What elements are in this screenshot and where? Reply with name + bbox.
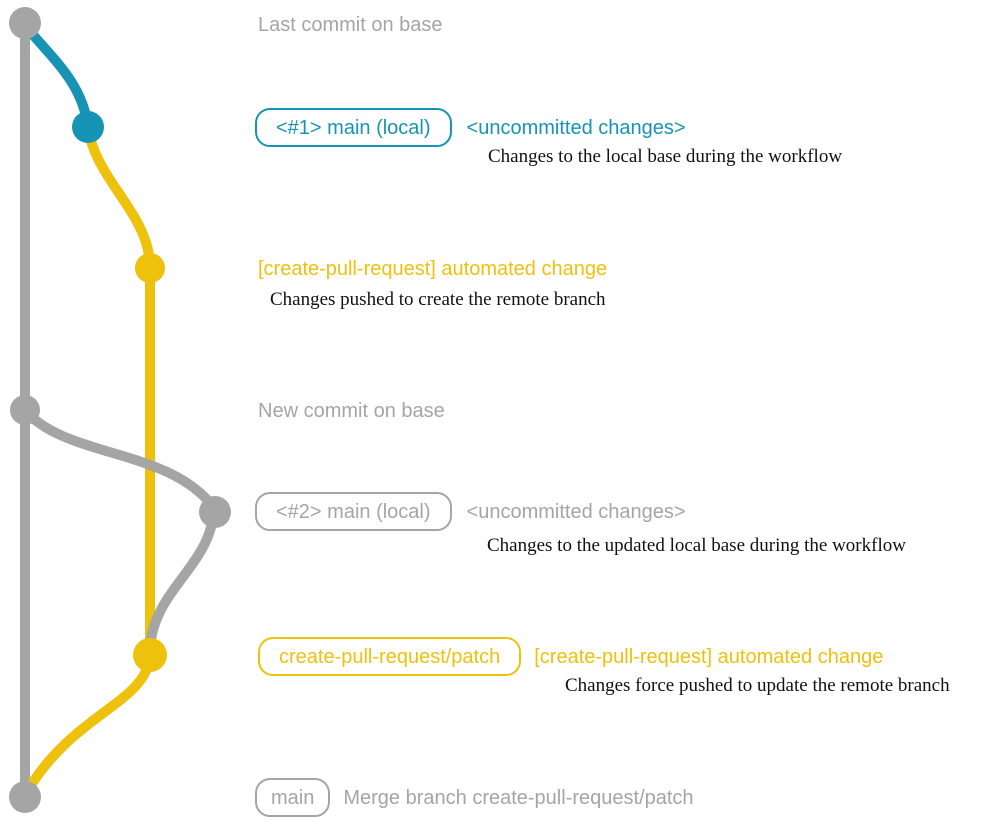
commit-title-uncommitted-2: <uncommitted changes> — [466, 500, 686, 523]
updated-main-branch-line — [21, 406, 220, 651]
commit-dot-uncommitted-2 — [199, 496, 231, 528]
row-automated-2: create-pull-request/patch [create-pull-r… — [258, 637, 883, 676]
commit-title-automated-2: [create-pull-request] automated change — [534, 645, 884, 668]
commit-desc-uncommitted-1: Changes to the local base during the wor… — [488, 146, 843, 167]
commit-title-automated-1: [create-pull-request] automated change — [258, 258, 608, 280]
commit-dot-new-base — [10, 395, 40, 425]
branch-badge-patch: create-pull-request/patch — [258, 637, 522, 676]
commit-dot-automated-1 — [135, 253, 165, 283]
commit-dot-automated-2 — [133, 638, 167, 672]
label-last-commit-on-base: Last commit on base — [258, 14, 443, 36]
commit-dot-merge — [9, 781, 41, 813]
commit-title-uncommitted-1: <uncommitted changes> — [466, 116, 686, 139]
row-uncommitted-2: <#2> main (local) <uncommitted changes> — [255, 492, 686, 531]
local-main-branch-line — [21, 21, 93, 128]
label-new-commit-on-base: New commit on base — [258, 400, 445, 422]
commit-desc-uncommitted-2: Changes to the updated local base during… — [487, 535, 906, 556]
row-merge: main Merge branch create-pull-request/pa… — [255, 778, 694, 817]
branch-badge-main-local-2: <#2> main (local) — [255, 492, 452, 531]
branch-badge-main: main — [255, 778, 331, 817]
commit-dot-uncommitted-1 — [72, 111, 104, 143]
commit-desc-automated-2: Changes force pushed to update the remot… — [565, 675, 950, 696]
commit-dot-last-base — [9, 7, 41, 39]
commit-desc-automated-1: Changes pushed to create the remote bran… — [270, 289, 606, 310]
branch-badge-main-local-1: <#1> main (local) — [255, 108, 452, 147]
row-uncommitted-1: <#1> main (local) <uncommitted changes> — [255, 108, 686, 147]
commit-title-merge: Merge branch create-pull-request/patch — [343, 786, 694, 809]
